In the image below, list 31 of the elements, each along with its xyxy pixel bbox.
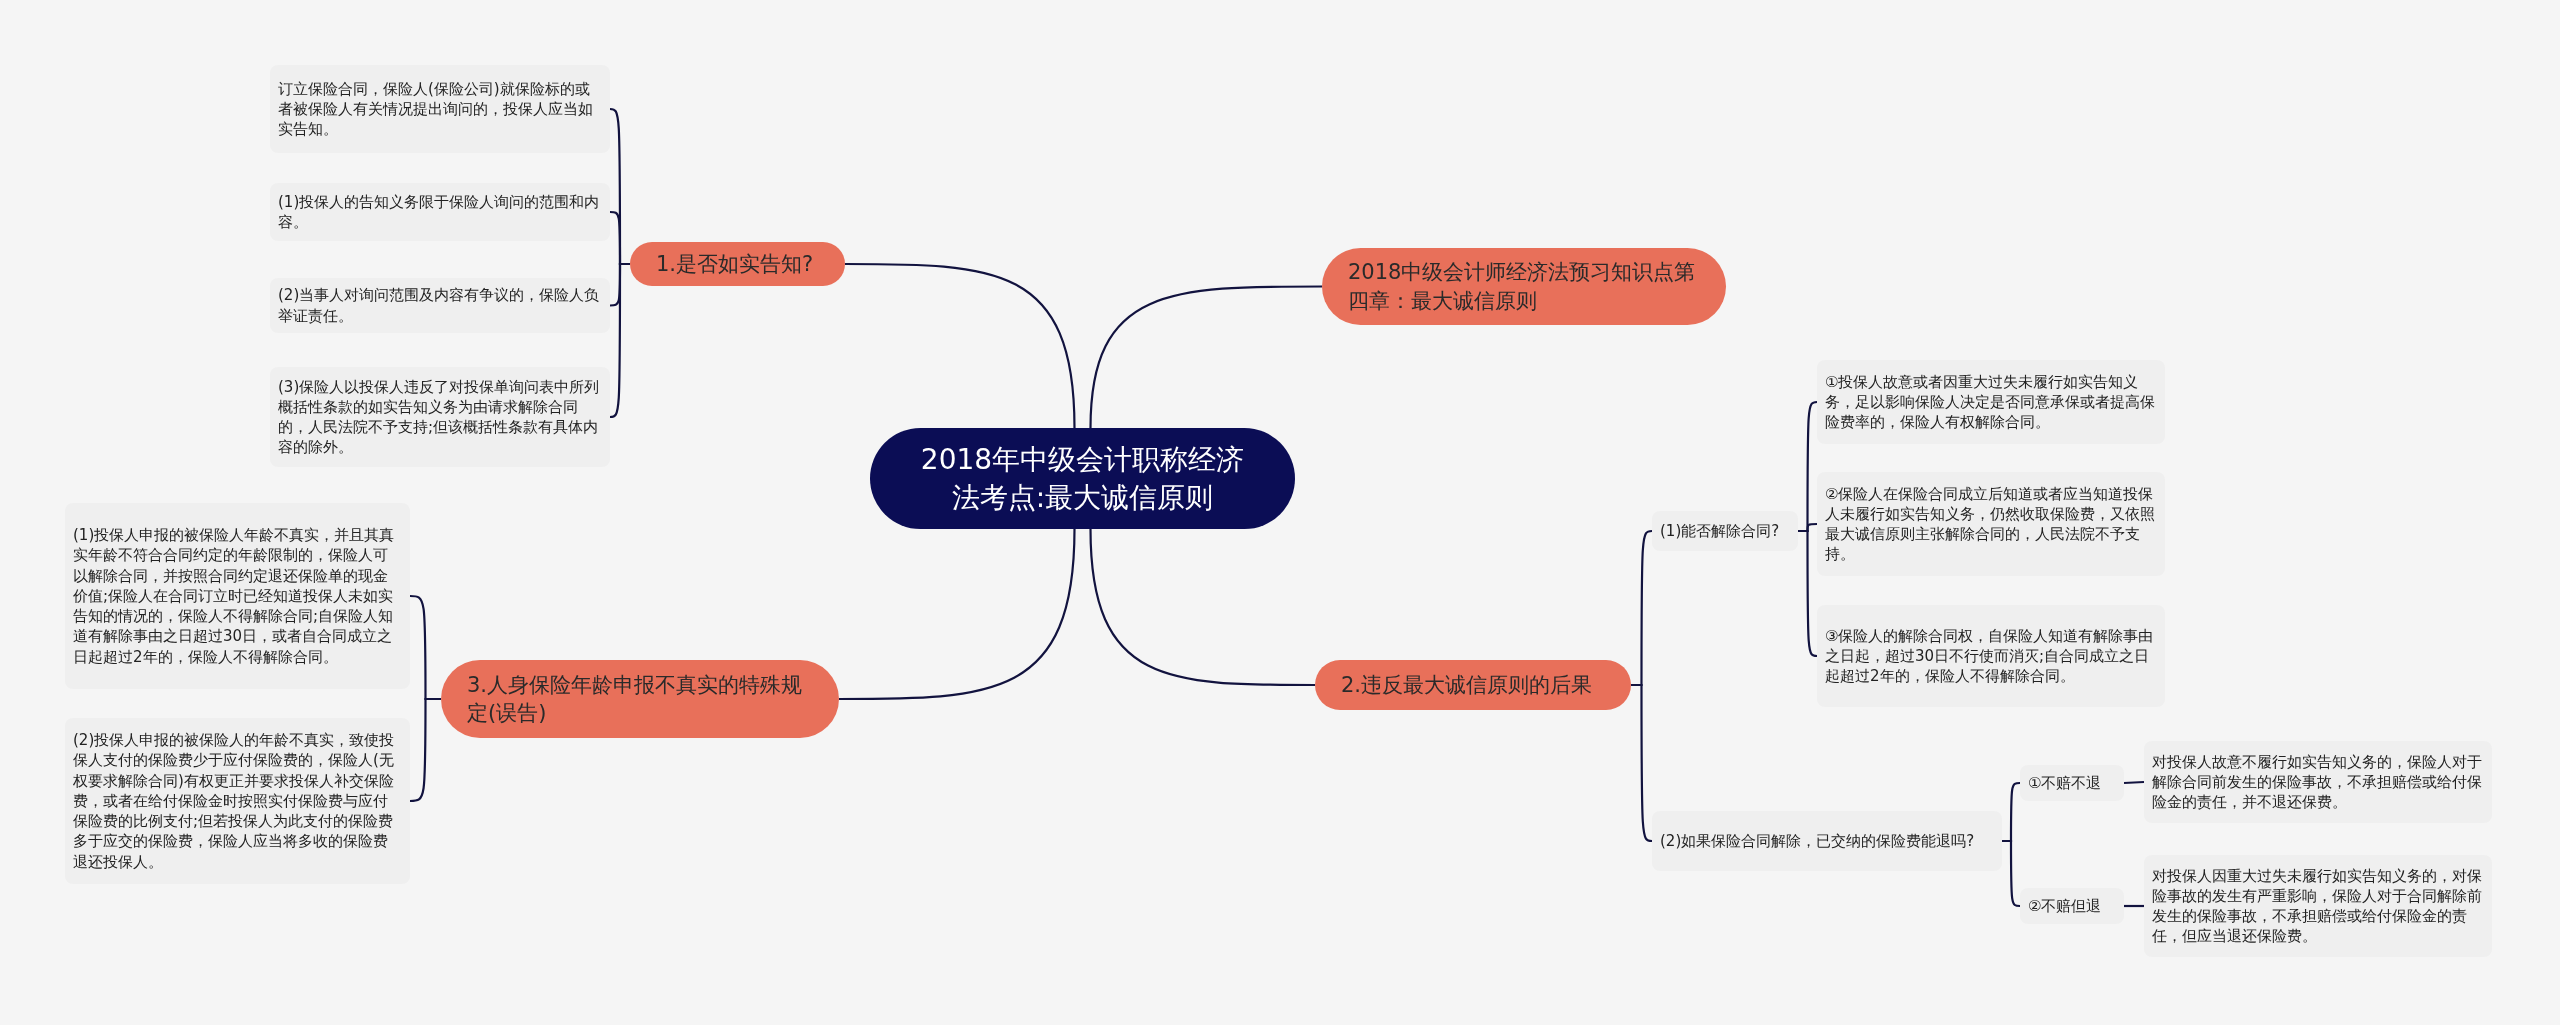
note-box: 订立保险合同，保险人(保险公司)就保险标的或者被保险人有关情况提出询问的，投保人应当如实告知。 [270,65,610,153]
connector-line [1089,285,1322,429]
note-box: (1)投保人的告知义务限于保险人询问的范围和内容。 [270,183,610,241]
topic-box: 2018中级会计师经济法预习知识点第四章：最大诚信原则 [1322,248,1726,325]
connector-line [410,697,441,803]
note-box: 对投保人故意不履行如实告知义务的，保险人对于解除合同前发生的保险事故，不承担赔偿或给付保险金的责任，并不退还保费。 [2144,741,2492,823]
topic-box: 1.是否如实告知? [630,242,845,286]
note-box: ①不赔不退 [2020,765,2124,801]
note-box: ①投保人故意或者因重大过失未履行如实告知义务，足以影响保险人决定是否同意承保或者提高保险费率的，保险人有权解除合同。 [1817,360,2165,444]
connector-line [2123,780,2145,785]
note-box: (2)投保人申报的被保险人的年龄不真实，致使投保人支付的保险费少于应付保险费的，保险人(无权要求解除合同)有权更正并要求投保人补交保险费，或者在给付保险金时按照实付保险费与应付保险费的比例支付;但若投保人为此支付的保险费多于应交的保险费，保险人应当将多收的保险费退还投保人。 [65,718,410,884]
note-box: (1)投保人申报的被保险人年龄不真实，并且其真实年龄不符合合同约定的年龄限制的，保险人可以解除合同，并按照合同约定退还保险单的现金价值;保险人在合同订立时已经知道投保人未如实告知的情况的，保险人不得解除合同;自保险人知道有解除事由之日超过30日，或者自合同成立之日起超过2年的，保险人不得解除合同。 [65,503,410,689]
topic-box: 3.人身保险年龄申报不真实的特殊规定(误告) [441,660,839,738]
connector-line [609,262,630,419]
connector-line [845,262,1076,429]
note-box: (2)如果保险合同解除，已交纳的保险费能退吗? [1652,811,2002,871]
note-box: ②不赔但退 [2020,888,2124,924]
central-topic: 2018年中级会计职称经济法考点:最大诚信原则 [870,428,1295,529]
note-box: 对投保人因重大过失未履行如实告知义务的，对保险事故的发生有严重影响，保险人对于合同解除前发生的保险事故，不承担赔偿或给付保险金的责任，但应当退还保险费。 [2144,855,2492,957]
topic-box: 2.违反最大诚信原则的后果 [1315,660,1631,710]
connector-line [1631,683,1653,843]
note-box: (3)保险人以投保人违反了对投保单询问表中所列概括性条款的如实告知义务为由请求解除合同的，人民法院不予支持;但该概括性条款有具体内容的除外。 [270,367,610,467]
connector-line [1089,528,1315,687]
note-box: (1)能否解除合同? [1652,511,1798,551]
note-box: (2)当事人对询问范围及内容有争议的，保险人负举证责任。 [270,278,610,333]
connector-line [839,528,1076,701]
note-box: ②保险人在保险合同成立后知道或者应当知道投保人未履行如实告知义务，仍然收取保险费，又依照最大诚信原则主张解除合同的，人民法院不予支持。 [1817,472,2165,576]
connector-line [2124,904,2144,908]
note-box: ③保险人的解除合同权，自保险人知道有解除事由之日起，超过30日不行使而消灭;自合同成立之日起超过2年的，保险人不得解除合同。 [1817,605,2165,707]
connector-line [1798,529,1818,658]
connector-line [2002,839,2021,908]
